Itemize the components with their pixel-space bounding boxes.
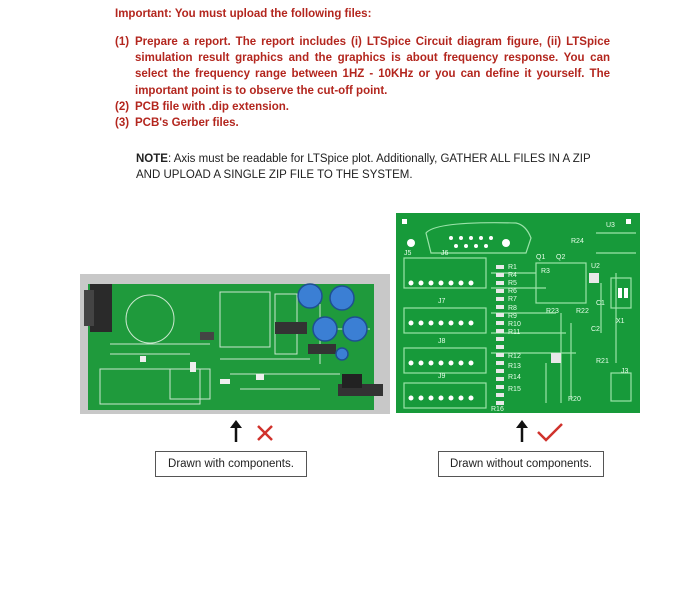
pcb-label: J3 [621,368,629,375]
pcb-with-components-svg [84,283,383,410]
pcb-label: R5 [508,280,517,287]
list-item-text: Prepare a report. The report includes (i… [135,36,610,97]
list-item: (2) PCB file with .dip extension. [115,99,610,115]
up-arrow-cross-mark [230,420,273,442]
pcb-label: R7 [508,296,517,303]
pcb-label: R3 [541,268,550,275]
list-item: (1) Prepare a report. The report include… [115,34,610,99]
pcb-label: R9 [508,313,517,320]
list-item-text: PCB file with .dip extension. [135,100,289,113]
pcb-label: R1 [508,264,517,271]
pcb-label: U2 [591,263,600,270]
requirements-list: (1) Prepare a report. The report include… [115,34,610,131]
pcb-label: R12 [508,353,521,360]
pcb-label: J6 [441,250,449,257]
pcb-label: Q1 [536,254,545,261]
pcb-label: R24 [571,238,584,245]
list-item: (3) PCB's Gerber files. [115,115,610,131]
pcb-label: R8 [508,305,517,312]
pcb-label: C1 [596,300,605,307]
caption-with-components: Drawn with components. [155,451,307,477]
up-arrow-icon [230,420,242,442]
pcb-label: J8 [438,338,446,345]
up-arrow-check-mark [516,420,563,442]
pcb-label: U3 [606,222,615,229]
pcb-label: R16 [491,406,504,413]
list-item-number: (3) [115,117,130,130]
note-paragraph: NOTE: Axis must be readable for LTSpice … [136,151,606,183]
pcb-label: R6 [508,288,517,295]
pcb-label: R10 [508,321,521,328]
pcb-label: Q2 [556,254,565,261]
check-icon [537,423,563,442]
pcb-label: R23 [546,308,559,315]
pcb-without-components-image: U3 J5 J6 J7 J8 J9 X1 J3 U2 R1 R3 R4 R5 R… [396,213,640,413]
caption-without-components: Drawn without components. [438,451,604,477]
pcb-label: J5 [404,250,412,257]
cross-icon [257,425,273,441]
important-heading: Important: You must upload the following… [115,8,372,20]
list-item-text: PCB's Gerber files. [135,117,239,130]
pcb-label: R4 [508,272,517,279]
pcb-label: J9 [438,373,446,380]
up-arrow-icon [516,420,528,442]
pcb-label: R14 [508,374,521,381]
pcb-label: R15 [508,386,521,393]
pcb-with-components-image [80,274,390,414]
note-label: NOTE [136,153,168,165]
list-item-number: (2) [115,100,130,113]
pcb-label: R21 [596,358,609,365]
pcb-label: C2 [591,326,600,333]
pcb-without-components-svg: U3 J5 J6 J7 J8 J9 X1 J3 U2 R1 R3 R4 R5 R… [396,213,640,413]
pcb-label: R20 [568,396,581,403]
list-item-number: (1) [115,36,130,48]
pcb-label: R13 [508,363,521,370]
pcb-label: X1 [616,318,625,325]
pcb-label: R22 [576,308,589,315]
note-text: : Axis must be readable for LTSpice plot… [136,153,591,181]
pcb-label: R11 [508,329,520,336]
pcb-label: J7 [438,298,446,305]
